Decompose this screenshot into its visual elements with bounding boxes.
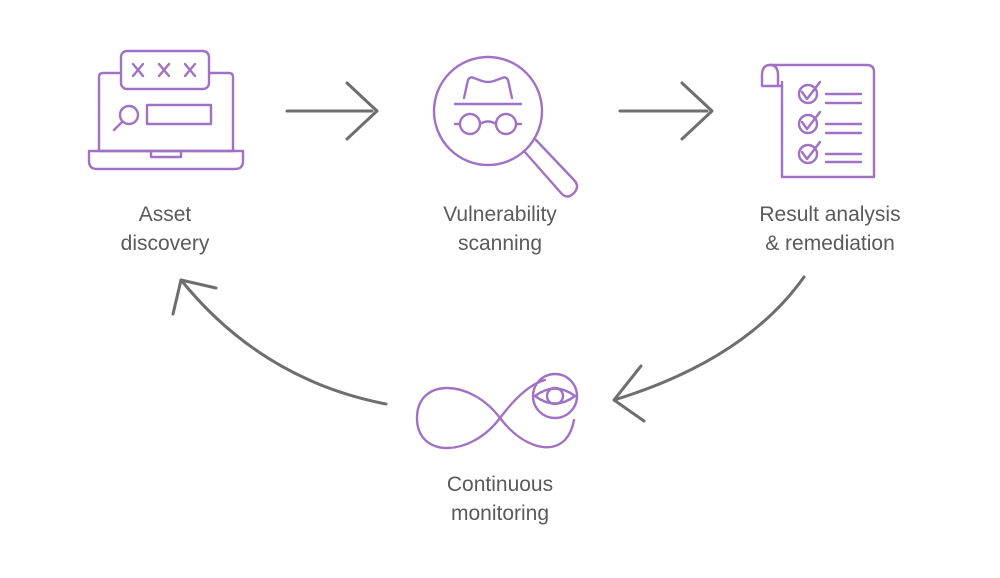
- label-result-analysis: Result analysis & remediation: [725, 200, 935, 258]
- infinity-eye-icon: [415, 372, 579, 450]
- laptop-search-icon: [87, 49, 245, 171]
- arrow-result-to-monitoring: [612, 275, 806, 423]
- label-line: & remediation: [765, 232, 895, 255]
- label-line: discovery: [120, 232, 210, 255]
- label-continuous-monitoring: Continuous monitoring: [405, 470, 595, 528]
- label-line: Asset: [138, 203, 192, 226]
- checklist-scroll-icon: [760, 63, 876, 179]
- label-line: Continuous: [446, 473, 554, 496]
- spy-magnifier-icon: [432, 55, 579, 198]
- arrow-asset-to-vulnerability: [285, 81, 379, 141]
- label-asset-discovery: Asset discovery: [80, 200, 250, 258]
- label-line: monitoring: [450, 502, 550, 525]
- arrow-monitoring-to-asset: [171, 278, 388, 406]
- label-line: Result analysis: [759, 203, 901, 226]
- label-line: scanning: [457, 232, 543, 255]
- arrow-vulnerability-to-result: [618, 81, 714, 141]
- label-vulnerability-scanning: Vulnerability scanning: [405, 200, 595, 258]
- label-line: Vulnerability: [443, 203, 557, 226]
